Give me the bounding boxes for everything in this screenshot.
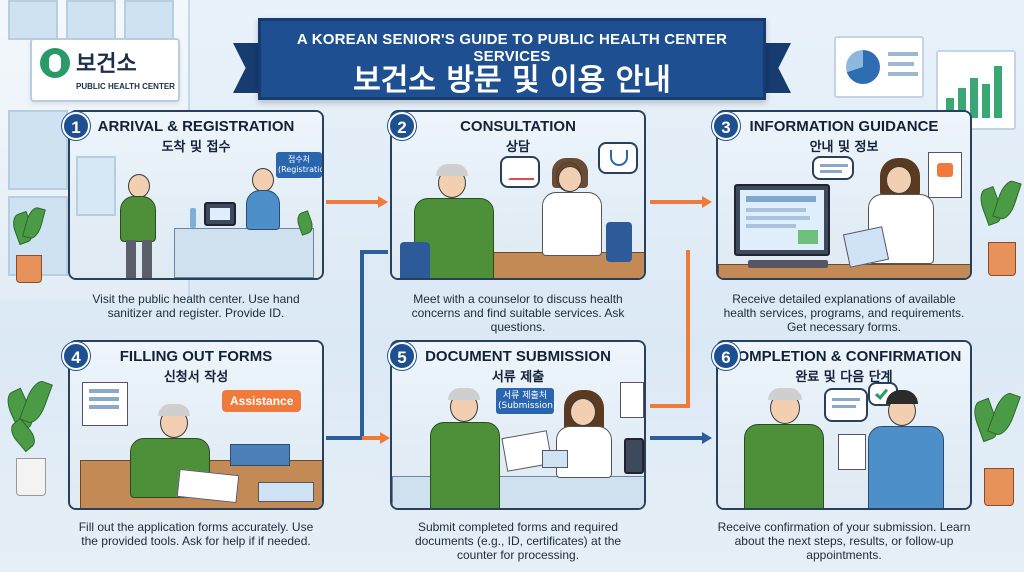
flow-arrow-2-to-3	[650, 200, 704, 204]
senior-man	[128, 174, 150, 198]
information-monitor	[734, 184, 830, 256]
arrowhead-icon	[702, 432, 712, 444]
heart-rate-speech-bubble	[500, 156, 540, 188]
registration-sign-english: (Registration)	[278, 165, 324, 174]
health-center-logo-icon	[40, 48, 70, 78]
confirmation-slip	[838, 434, 866, 470]
step-card-information: INFORMATION GUIDANCE 안내 및 정보	[716, 110, 972, 280]
submission-sign: 서류 제출처 (Submission)	[496, 388, 557, 414]
potted-plant-icon	[969, 389, 1022, 510]
step-title: FILLING OUT FORMS	[119, 348, 273, 365]
confirmation-speech-bubble	[824, 388, 868, 422]
step-title-korean: 상담	[506, 140, 530, 155]
step-title-korean: 완료 및 다음 단계	[795, 370, 893, 385]
arrowhead-icon	[378, 196, 388, 208]
step-description: Receive confirmation of your submission.…	[717, 520, 971, 562]
wall-chart-bars	[936, 50, 1016, 130]
submission-sign-english: (Submission)	[498, 401, 557, 411]
arrowhead-icon	[702, 196, 712, 208]
building-window	[8, 110, 68, 190]
step-description: Meet with a counselor to discuss health …	[411, 292, 625, 334]
step-number-badge: 6	[712, 342, 740, 370]
step-number-badge: 3	[712, 112, 740, 140]
step-number-badge: 1	[62, 112, 90, 140]
info-speech-bubble	[812, 156, 854, 180]
wall-form-poster	[82, 382, 128, 426]
wall-poster	[620, 382, 644, 418]
step-description: Visit the public health center. Use hand…	[92, 292, 300, 320]
step-description: Fill out the application forms accuratel…	[78, 520, 314, 548]
reception-counter	[174, 228, 314, 278]
flow-arrow-4-to-5	[362, 436, 382, 440]
step-card-completion: COMPLETION & CONFIRMATION 완료 및 다음 단계	[716, 340, 972, 510]
receptionist	[252, 168, 274, 192]
step-title: ARRIVAL & REGISTRATION	[97, 118, 295, 135]
step-title: INFORMATION GUIDANCE	[749, 118, 939, 135]
arrowhead-icon	[380, 432, 390, 444]
information-staff	[886, 166, 912, 194]
guide-subtitle: A KOREAN SENIOR'S GUIDE TO PUBLIC HEALTH…	[296, 31, 728, 65]
step-title-korean: 안내 및 정보	[809, 140, 879, 155]
step-title: CONSULTATION	[460, 118, 576, 135]
flow-arrow-link	[362, 250, 388, 254]
id-card	[542, 450, 568, 468]
staff-member-body	[868, 426, 944, 508]
potted-plant-icon	[2, 377, 54, 500]
step-title-korean: 신청서 작성	[163, 370, 229, 385]
potted-plant-icon	[8, 205, 48, 285]
stethoscope-speech-bubble	[598, 142, 638, 174]
counter-monitor	[624, 438, 644, 474]
reading-glasses-tray	[258, 482, 314, 502]
clerk	[570, 398, 596, 426]
submission-sign-korean: 서류 제출처	[502, 391, 548, 401]
step-number-badge: 5	[388, 342, 416, 370]
potted-plant-icon	[976, 178, 1022, 280]
step-title-korean: 서류 제출	[491, 370, 545, 385]
step-card-document-submission: DOCUMENT SUBMISSION 서류 제출 서류 제출처 (Submis…	[390, 340, 646, 510]
flow-arrow-5-to-6	[650, 436, 704, 440]
flow-arrow-3-to-4-vertical	[360, 250, 364, 440]
step-number-badge: 2	[388, 112, 416, 140]
building-window	[66, 0, 116, 40]
receptionist-body	[246, 190, 280, 230]
assistance-label: Assistance	[222, 390, 302, 412]
step-description: Receive detailed explanations of availab…	[723, 292, 965, 334]
sign-name-korean: 보건소	[76, 52, 137, 77]
building-window	[8, 0, 58, 40]
flow-arrow-link	[650, 404, 690, 408]
pie-chart-icon	[846, 50, 880, 84]
sign-name-english: PUBLIC HEALTH CENTER	[76, 82, 175, 91]
counselor-body	[542, 192, 602, 256]
senior-man-body	[430, 422, 500, 508]
title-banner: A KOREAN SENIOR'S GUIDE TO PUBLIC HEALTH…	[258, 18, 766, 100]
registration-sign-korean: 접수처	[287, 155, 311, 164]
wall-chart-pie	[834, 36, 924, 98]
step-description: Submit completed forms and required docu…	[414, 520, 622, 562]
step-number-badge: 4	[62, 342, 90, 370]
step-card-arrival: ARRIVAL & REGISTRATION 도착 및 접수 접수처 (Regi…	[68, 110, 324, 280]
flow-arrow-orange-vertical	[686, 250, 690, 406]
registration-sign: 접수처 (Registration)	[276, 152, 322, 178]
flow-arrow-link	[326, 436, 362, 440]
step-card-consultation: CONSULTATION 상담	[390, 110, 646, 280]
flow-arrow-1-to-2	[326, 200, 380, 204]
step-card-filling-forms: FILLING OUT FORMS 신청서 작성 Assistance	[68, 340, 324, 510]
senior-man-body	[744, 424, 824, 508]
senior-man-body	[130, 438, 210, 498]
guide-title: 보건소 방문 및 이용 안내	[353, 63, 671, 98]
senior-man-body	[120, 196, 156, 242]
step-title: DOCUMENT SUBMISSION	[425, 348, 611, 365]
wall-poster	[928, 152, 962, 198]
reception-monitor	[204, 202, 236, 226]
building-window	[124, 0, 174, 40]
public-health-center-sign: 보건소 PUBLIC HEALTH CENTER	[30, 38, 180, 102]
step-title: COMPLETION & CONFIRMATION	[726, 348, 962, 365]
step-title-korean: 도착 및 접수	[161, 140, 231, 155]
